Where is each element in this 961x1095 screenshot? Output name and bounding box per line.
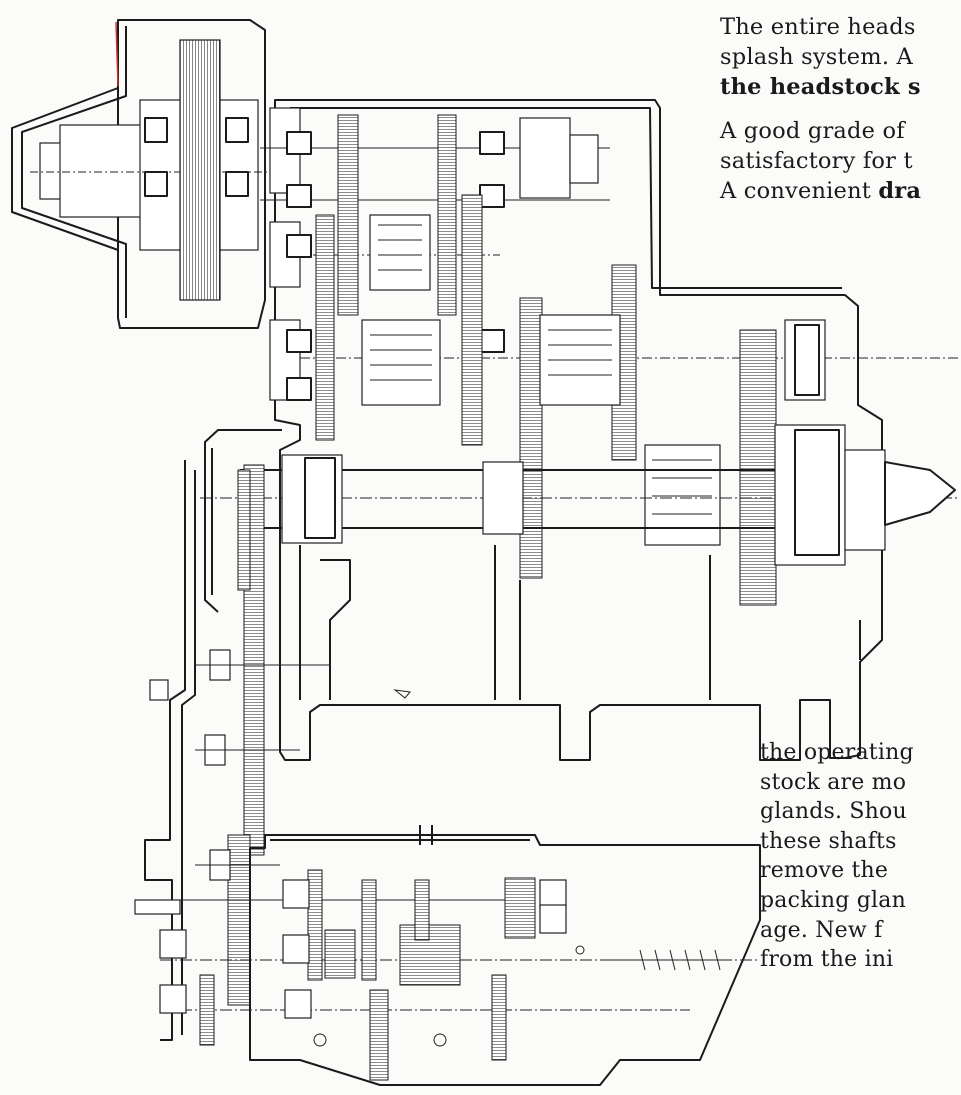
text-line: stock are mo — [760, 769, 907, 795]
quick-change-gearbox — [159, 825, 761, 1086]
text-line: from the ini — [760, 947, 894, 973]
text-line-bold: the headstock s — [720, 74, 921, 100]
casing-details — [299, 545, 861, 700]
text-line: these shafts — [760, 828, 897, 854]
text-line: satisfactory for t — [720, 148, 913, 174]
top-right-text: The entire heads splash system. A the he… — [720, 12, 921, 206]
spindle — [200, 319, 960, 566]
bottom-right-text: the operating stock are mo glands. Shou … — [760, 738, 914, 975]
text-line: remove the — [760, 858, 889, 884]
pulley-hub — [30, 99, 300, 251]
upper-gears — [315, 114, 777, 606]
text-line: A good grade of — [720, 118, 905, 144]
text-line: A convenient — [720, 178, 879, 204]
pulley-guard — [11, 19, 266, 329]
gear-train — [195, 464, 330, 1006]
text-line: packing glan — [760, 887, 906, 913]
headstock-casing — [274, 99, 883, 761]
upper-shafts — [260, 107, 960, 401]
text-line: age. New f — [760, 917, 883, 943]
text-line: splash system. A — [720, 44, 913, 70]
text-line: glands. Shou — [760, 799, 907, 825]
text-line: the operating — [760, 740, 914, 765]
pulley-gear — [179, 39, 221, 301]
text-line-bold: dra — [878, 178, 922, 204]
text-line: The entire heads — [720, 14, 916, 40]
